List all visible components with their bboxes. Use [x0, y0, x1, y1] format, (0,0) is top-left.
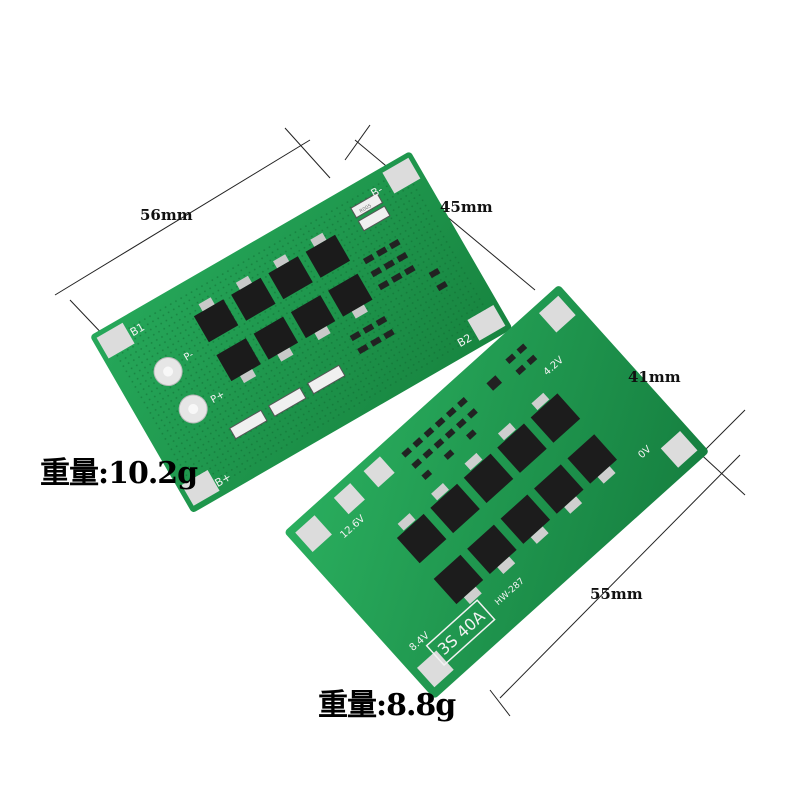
- dim-55mm: 55mm: [590, 585, 643, 603]
- label-b1: B1: [128, 321, 147, 340]
- dim-41mm: 41mm: [628, 368, 681, 386]
- resistor-code: R005: [359, 203, 373, 215]
- bms-board-1: R005 B1 B- B2 B+ P- P+: [91, 152, 512, 512]
- pad-b1: [96, 322, 135, 359]
- weight-board-1: 重量:10.2g: [40, 456, 198, 491]
- dim-56mm: 56mm: [140, 206, 193, 224]
- corner-pads: [295, 295, 698, 688]
- weight-board-2: 重量:8.8g: [318, 688, 456, 723]
- pad-b-plus: [181, 469, 220, 506]
- pad-b-minus: [382, 157, 421, 194]
- mosfet-array: [396, 393, 617, 605]
- smd-components: [349, 239, 448, 355]
- label-b-minus: B-: [369, 183, 385, 200]
- pad-b2: [467, 304, 506, 341]
- bms-board-2: 3S 40A HW-287 12.6V 4.2V 8.4V 0V: [285, 286, 708, 698]
- spec-box: [425, 599, 496, 667]
- shunt-resistors: R005: [229, 192, 391, 440]
- dim-45mm: 45mm: [440, 198, 493, 216]
- label-b2: B2: [455, 331, 474, 350]
- mosfet-array: [193, 234, 373, 382]
- smd-components: [401, 343, 538, 480]
